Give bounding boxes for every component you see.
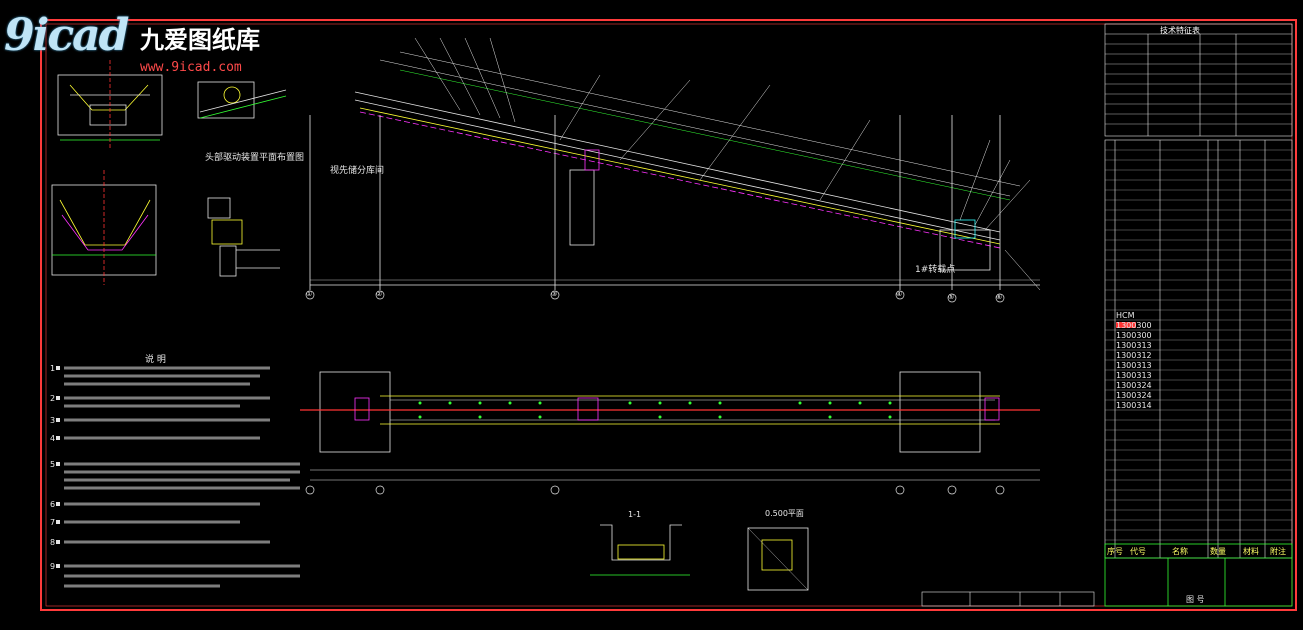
note-number: 4 xyxy=(50,434,56,443)
bom-red-highlight xyxy=(1116,322,1136,328)
note-number: 7 xyxy=(50,518,56,527)
bottom-strip xyxy=(921,591,1095,607)
drawing-frame xyxy=(40,19,1297,611)
notes-bullets xyxy=(56,366,60,568)
logo-chinese-name: 九爱图纸库 xyxy=(140,26,260,54)
note-number: 2 xyxy=(50,394,56,403)
view-drive-plan xyxy=(207,197,280,277)
note-number: 9 xyxy=(50,562,56,571)
reference-label: 视先储分库间 xyxy=(330,166,385,176)
tech-table-rows xyxy=(1105,43,1292,125)
bom-code: 1300314 xyxy=(1116,401,1152,410)
logo-mark: 9icad xyxy=(4,10,129,61)
bom-header-qty: 数量 xyxy=(1210,547,1226,556)
elevation-conveyor xyxy=(309,51,1040,290)
site-logo[interactable]: 9icad 九爱图纸库 www.9icad.com xyxy=(4,10,304,76)
note-number: 1 xyxy=(50,364,56,373)
bom-code: 1300313 xyxy=(1116,371,1152,380)
bom-code: 1300312 xyxy=(1116,351,1152,360)
note-number: 8 xyxy=(50,538,56,547)
view-plan-0500 xyxy=(747,527,809,591)
title-block-drawing-no: 图 号 xyxy=(1186,595,1205,604)
bom-code: 1300300 xyxy=(1116,321,1152,330)
axis-label: ⑥ xyxy=(996,293,1003,301)
bom-header-code: 代号 xyxy=(1130,547,1146,556)
view-section-1-1 xyxy=(590,524,690,576)
notes-heading: 说 明 xyxy=(145,355,166,365)
tech-table-title: 技术特征表 xyxy=(1160,26,1200,35)
bom-header-name: 名称 xyxy=(1172,547,1188,556)
bom-code: 1300324 xyxy=(1116,391,1152,400)
axis-label: ⑤ xyxy=(948,293,955,301)
elevation-leaders xyxy=(414,37,1041,291)
bom-code: 1300300 xyxy=(1116,331,1152,340)
tech-table xyxy=(1104,23,1293,137)
notes-text-lines xyxy=(64,366,300,588)
view-head-frame xyxy=(57,60,163,150)
bom-code: 1300313 xyxy=(1116,361,1152,370)
axis-label: ① xyxy=(306,290,313,298)
note-number: 6 xyxy=(50,500,56,509)
section-1-1-label: 1-1 xyxy=(628,510,642,519)
axis-label: ② xyxy=(376,290,383,298)
title-block xyxy=(1104,543,1293,607)
bom-code: 1300324 xyxy=(1116,381,1152,390)
bom-header-index: 序号 xyxy=(1107,547,1123,556)
plan-conveyor xyxy=(300,371,1040,481)
axis-bubbles xyxy=(305,290,1005,495)
logo-url: www.9icad.com xyxy=(140,60,242,75)
note-number: 5 xyxy=(50,460,56,469)
drive-plan-title: 头部驱动装置平面布置图 xyxy=(205,153,305,163)
bom-table-rows xyxy=(1105,149,1292,541)
plan-idler-markers xyxy=(418,401,892,419)
axis-label: ③ xyxy=(551,290,558,298)
bom-header-material: 材料 xyxy=(1243,547,1259,556)
view-head-detail xyxy=(197,81,287,119)
axis-label: ④ xyxy=(896,290,903,298)
transfer-point-label: 1#转载点 xyxy=(915,265,956,275)
plan-0500-label: 0.500平面 xyxy=(765,509,804,518)
bom-code: 1300313 xyxy=(1116,341,1152,350)
bom-header-remark: 附注 xyxy=(1270,547,1286,556)
note-number: 3 xyxy=(50,416,56,425)
view-idler-section xyxy=(51,170,157,285)
bom-code: HCM xyxy=(1116,311,1135,320)
